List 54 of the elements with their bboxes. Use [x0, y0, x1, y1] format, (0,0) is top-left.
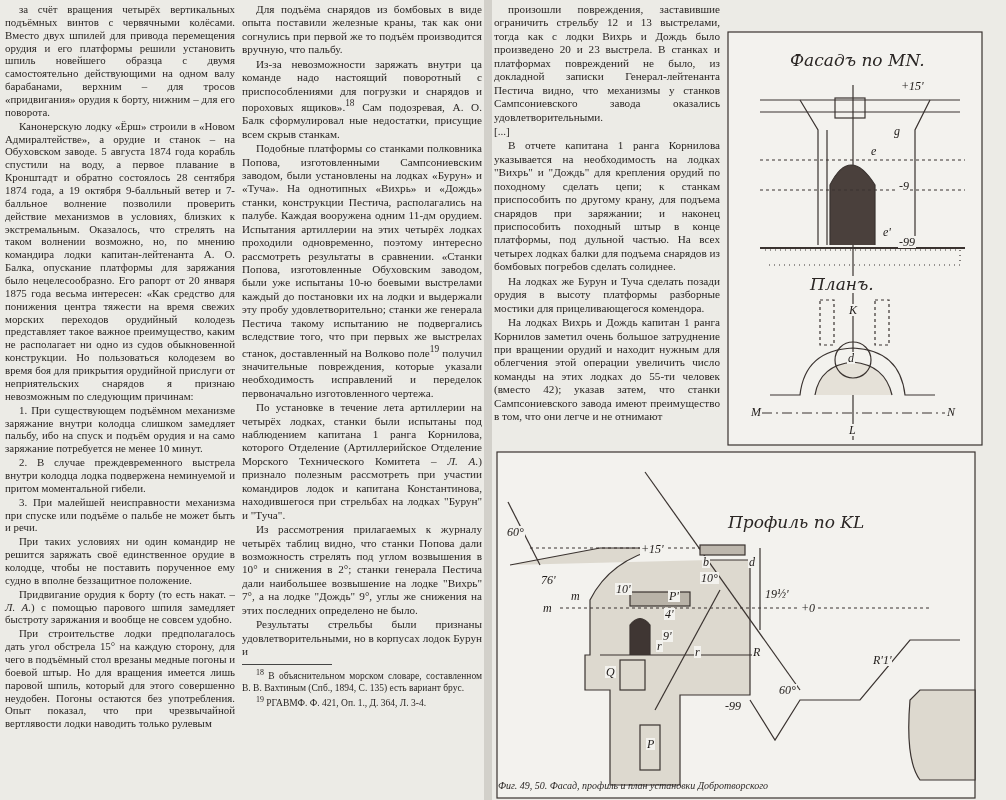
- omission-mark: [...]: [494, 124, 511, 139]
- paragraph: Результаты стрельбы были признаны удовлетворительными, но в корпусах лодок Бурун и: [242, 618, 482, 659]
- paragraph: за счёт вращения четырёх вертикальных подъёмных винтов с червячными колёсами. Вместо двух шпилей для привода перемещения орудия и его платформы решили установить шпиль новейшего образца с двумя самостоятельно действующими на одном валу барабанами, верхним – для тросов «придвигания» орудия к борту, нижним – для его поворота.: [5, 3, 235, 119]
- paragraph: При строительстве лодки предполагалось дать угол обстрела 15° на каждую сторону, для чего в подъёмный стол врезаны медные погоны и боевой штыр. Но для вращения имеется лишь паровой шпиль, который для этого совершенно неудобен. Погоны остаются без употребления. Опыт показал, что при чрезвычайной вертлявости лодки наводить только рулевым: [5, 627, 235, 731]
- drawing-label: 19½': [764, 588, 790, 600]
- drawing-label: e': [882, 226, 892, 238]
- drawing-label: d: [748, 556, 756, 568]
- paragraph: Для подъёма снарядов из бомбовых в виде опыта поставили железные краны, так как они согнулись при первой же то подъём производится вручную, что пальбу.: [242, 3, 482, 57]
- drawing-label: r: [694, 646, 701, 658]
- paragraph: Канонерскую лодку «Ёрш» строили в «Новом Адмиралтействе», а орудие и станок – на Обуховском заводе. 5 августа 1874 года корабль спустили на воду, а первое плавание в Кронштадт и обратно состоялось 28 сентября 1874 года, а 19 октября 9-балльный ветер и 7-балльное волнение позволили проверить действие механизмов в условиях, близких к экстремальным. Оказалось, что стрелять на таком волнении возможно, но, по мнению командира лодки капитан-лейтенанта А. О. Балка, опускание платформы для заряжания было нецелесообразно. Его рапорт от 20 января 1875 года весьма интересен: «Как средство для понижения центра тяжести на время свежих морских переходов орудийный колодезь представляет такое важное преимущество, каким не располагает ни одно из судов обыкновенной конструкции. Но пользоваться колодезем во время боя для прикрытия орудийной прислуги от неприятельских снарядов я признаю невозможным по следующим причинам:: [5, 119, 235, 403]
- drawing-label: K: [848, 304, 858, 316]
- drawing-label: -9: [898, 180, 910, 192]
- drawing-label: 9': [662, 630, 673, 642]
- footnote: $^{18}$ В объяснительном морском словаре, составленном В. В. Вахтиным (Спб., 1894, С. 135) есть вариант брус.: [242, 668, 482, 695]
- paragraph: При таких условиях ни один командир не решится заряжать своё единственное орудие в колодце, чтобы не поставить порученное ему судно в вполне беззащитное положение.: [5, 535, 235, 587]
- drawing-label: 4': [664, 608, 675, 620]
- drawing-label: N: [946, 406, 956, 418]
- paragraph: 3. При малейшей неисправности механизма при спуске или подъёме о пальбе не может быть и речи.: [5, 495, 235, 535]
- drawing-title: Профиль по KL: [728, 514, 865, 531]
- drawing-title: Фасадъ по MN.: [790, 52, 925, 69]
- paragraph: 2. В случае преждевременного выстрела внутри колодца лодка подвержена неминуемой и притом моментальной гибели.: [5, 456, 235, 495]
- drawing-label: +15': [900, 80, 925, 92]
- paragraph: произошли повреждения, заставившие ограничить стрельбу 12 и 13 выстрелами, тогда как с лодки Вихрь и Дождь было произведено 20 и 23 выстрела. В станках и платформах повреждений не было, из докладной записки Генерал-лейтенанта Пестича видно, что механизмы у станков Сампсониевского завода оказались удовлетворительными.: [494, 3, 720, 124]
- drawing-label: 60°: [506, 526, 525, 538]
- drawing-label: R: [752, 646, 762, 658]
- drawing-label: -99: [724, 700, 742, 712]
- drawing-label: M: [750, 406, 762, 418]
- drawing-label: R'1': [872, 654, 893, 666]
- paragraph: На лодках же Бурун и Туча сделать позади орудия в высоту платформы разборные мостики для прицеливающегося комендора.: [494, 274, 720, 316]
- paragraph: По установке в течение лета артиллерии на четырёх лодках, станки были испытаны под наблюдением капитана 1 ранга Корнилова, которого Отделение (Артиллерийское Отделение Морского Технического Комитета – Л. А.) признало полезным рассмотреть при участии командиров лодок и капитана Константинова, находившегося при стрельбах на лодках "Бурун" и "Туча".: [242, 401, 482, 523]
- drawing-label: Q: [605, 666, 616, 678]
- figure-caption: Фиг. 49, 50. Фасад, профиль и план установки Добротворского: [498, 780, 769, 791]
- drawing-label: d: [847, 352, 855, 364]
- drawing-title: Планъ.: [810, 276, 874, 293]
- drawing-label: P': [668, 590, 680, 602]
- paragraph: 1. При существующем подъёмном механизме заряжание внутри колодца слишком замедляет пальбу, ибо на спуск и подъём орудия и на само заряжание потребуется не менее 10 минут.: [5, 403, 235, 456]
- footnote: $^{19}$ РГАВМФ. Ф. 421, Оп. 1., Д. 364, Л. 3-4.: [255, 695, 428, 710]
- drawing-label: +15': [640, 543, 665, 555]
- drawing-label: b: [702, 556, 710, 568]
- drawing-label: 76': [540, 574, 557, 586]
- drawing-label: P: [646, 738, 656, 750]
- drawing-label: L: [848, 424, 857, 436]
- paragraph: Из рассмотрения прилагаемых к журналу четырёх таблиц видно, что станки Попова дали возможность стрелять под углом возвышения в 10° и снижения в 2°; станки генерала Пестича дали наибольшее возвышение на лодке "Вихрь" 7°, а на лодке "Дождь" 9°, углы же снижения на этих последних определено не было.: [242, 523, 482, 618]
- drawing-label: 60°: [778, 684, 797, 696]
- drawing-label: 10°: [700, 572, 719, 584]
- paragraph: В отчете капитана 1 ранга Корнилова указывается на необходимость на лодках "Вихрь" и "Дождь" для крепления орудий по походному сделать цепи; к станкам приспособить по другому крану, для подъема снарядов при заряжании; и наконец приспособить походный штыр в конце платформы, под дульной частью. На всех четырех лодках балки для подъема снарядов из бомбовых погребов сделать солиднее.: [494, 139, 720, 274]
- paragraph: Из-за невозможности заряжать внутри ца команде надо настоящий поворотный с приспособлениями для погрузки и снарядов и пороховых ящиков».$^{18}$ Сам подозревая, А. О. Балк сформулировал ные недостатки, присущие всем скрыв станкам.: [242, 57, 482, 142]
- drawing-label: 10': [615, 583, 632, 595]
- paragraph: Придвигание орудия к борту (то есть накат. – Л. А.) с помощью парового шпиля замедляет быстроту заряжания и вообще не совсем удобно.: [5, 587, 235, 627]
- drawing-label: -99: [898, 236, 916, 248]
- drawing-label: r: [656, 640, 663, 652]
- drawing-label: +0: [800, 602, 817, 614]
- paragraph: Подобные платформы со станками полковника Попова, изготовленными Сампсониевским заводом, были установлены на лодках «Бурун» и «Туча». На однотипных «Вихрь» и «Дождь» станки, конструкции Пестича, располагались на палубе. Каждая вооружена одним 11-дм орудием. Испытания артиллерии на этих четырёх лодках проходили одновременно, поэтому интересно рассмотреть результаты в сравнении. «Станки Попова, изготовленные Обуховским заводом, были уже испытаны 10-ю боевыми выстрелами каждый до постановки их на лодки и выдержали эту пробу удовлетворительно; станки же генерала Пестича такому испытанию не подвергались вследствие того, что при первых же выстрелах станок, доставленный на Волково поле$^{19}$ получил значительные повреждения, которые указали необходимость исправлений и переделок первоначально изготовленного чертежа.: [242, 142, 482, 401]
- paragraph: На лодках Вихрь и Дождь капитан 1 ранга Корнилов заметил очень большое затруднение при вращении орудий и находит нужным для облегчения этой операции увеличить число команды на этих лодках до 55-ти человек (вместо 42); указав затем, что станки Сампсониевского завода имеют преимущество в том, что они легче и не отнимают: [494, 316, 720, 424]
